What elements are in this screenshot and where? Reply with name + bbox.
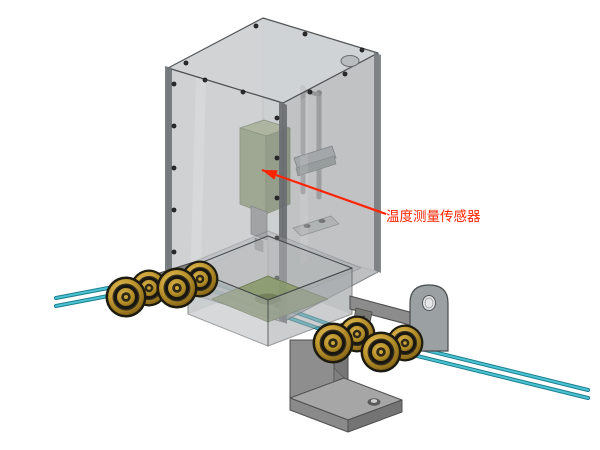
corner-post <box>279 101 287 324</box>
tray-rim <box>187 235 353 301</box>
top-vent-hole <box>340 55 360 67</box>
cable-roller-wheel <box>360 331 402 373</box>
annotation-arrow <box>261 168 387 216</box>
panel-reflection <box>190 78 206 298</box>
base-foot <box>289 377 403 433</box>
corner-post <box>374 52 381 273</box>
cable-roller-wheel <box>156 267 198 309</box>
base-bolt-hole <box>370 399 378 403</box>
bracket-hole-chamfer <box>424 297 434 309</box>
corner-post <box>165 66 172 289</box>
annotation-label: 温度测量传感器 <box>386 208 481 224</box>
cable-roller-wheel <box>105 276 147 318</box>
cable-roller-wheel <box>312 322 354 364</box>
bracket-hole <box>422 295 436 311</box>
panel-reflection <box>300 96 308 266</box>
base-side-face <box>347 399 403 433</box>
